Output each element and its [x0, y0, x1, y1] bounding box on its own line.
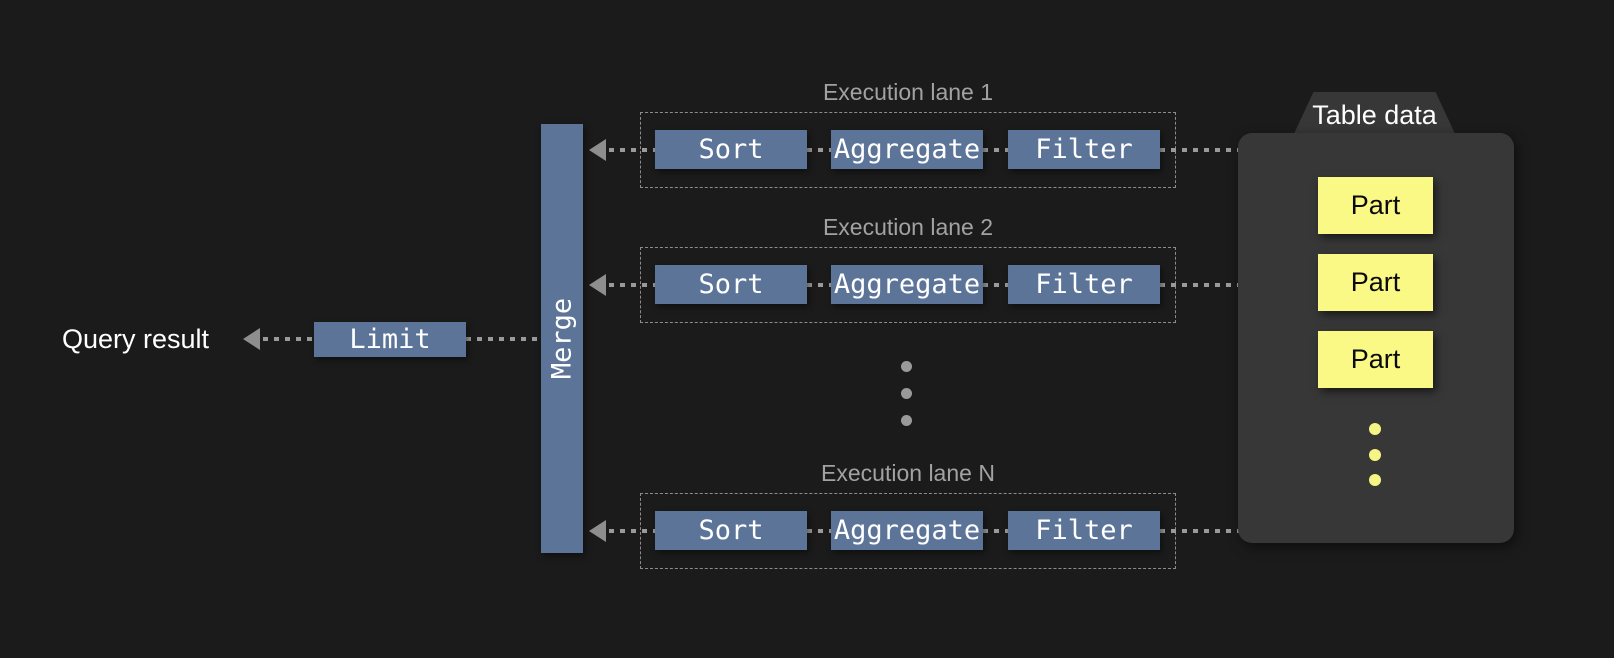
lane-n-operator-filter[interactable]: Filter: [1008, 511, 1160, 550]
connector-lane-2-aggregate-filter: [983, 283, 1009, 287]
lane-n-aggregate-label: Aggregate: [833, 515, 981, 546]
operator-limit-label: Limit: [349, 324, 431, 355]
lane-n-filter-label: Filter: [1035, 515, 1133, 546]
operator-limit[interactable]: Limit: [314, 322, 466, 357]
merge-operator[interactable]: Merge: [541, 124, 583, 553]
lane-2-filter-label: Filter: [1035, 269, 1133, 300]
merge-operator-label: Merge: [546, 297, 578, 379]
connector-merge-to-limit: [466, 337, 542, 341]
connector-lane-1-to-table: [1160, 148, 1240, 152]
table-data-ellipsis-dot-1: [1369, 423, 1381, 435]
connector-lane-1-left: [609, 148, 657, 152]
query-result-label: Query result: [62, 324, 210, 354]
lane-1-operator-filter[interactable]: Filter: [1008, 130, 1160, 169]
arrow-lane-1-to-merge: [589, 139, 606, 161]
lane-n-operator-aggregate[interactable]: Aggregate: [831, 511, 983, 550]
table-data-part-3[interactable]: Part: [1318, 331, 1433, 388]
lane-1-operator-aggregate[interactable]: Aggregate: [831, 130, 983, 169]
lane-2-sort-label: Sort: [698, 269, 764, 300]
table-data-part-2-label: Part: [1350, 267, 1401, 297]
table-data-title: Table data: [1312, 99, 1437, 130]
connector-lane-1-aggregate-filter: [983, 148, 1009, 152]
lane-n-sort-label: Sort: [698, 515, 764, 546]
arrow-lane-n-to-merge: [589, 520, 606, 542]
table-data-part-2[interactable]: Part: [1318, 254, 1433, 311]
table-data-tab: Table data: [1292, 92, 1457, 138]
table-data-part-1[interactable]: Part: [1318, 177, 1433, 234]
connector-lane-n-to-table: [1160, 529, 1240, 533]
lane-2-aggregate-label: Aggregate: [833, 269, 981, 300]
lane-2-operator-filter[interactable]: Filter: [1008, 265, 1160, 304]
arrow-to-query-result: [243, 328, 260, 350]
lane-n-title: Execution lane N: [821, 460, 995, 486]
connector-lane-2-sort-aggregate: [807, 283, 832, 287]
arrow-lane-2-to-merge: [589, 274, 606, 296]
lane-1-operator-sort[interactable]: Sort: [655, 130, 807, 169]
connector-lane-n-aggregate-filter: [983, 529, 1009, 533]
table-data-ellipsis-dot-3: [1369, 474, 1381, 486]
lane-1-aggregate-label: Aggregate: [833, 134, 981, 165]
table-data-part-3-label: Part: [1350, 344, 1401, 374]
lane-1-title: Execution lane 1: [822, 79, 994, 105]
lane-2-operator-aggregate[interactable]: Aggregate: [831, 265, 983, 304]
connector-lane-2-left: [609, 283, 657, 287]
connector-lane-n-sort-aggregate: [807, 529, 832, 533]
lane-1-sort-label: Sort: [698, 134, 764, 165]
lane-ellipsis-dot-2: [901, 388, 912, 399]
table-data-ellipsis-dot-2: [1369, 449, 1381, 461]
lane-ellipsis-dot-1: [901, 361, 912, 372]
lane-2-operator-sort[interactable]: Sort: [655, 265, 807, 304]
table-data-part-1-label: Part: [1350, 190, 1401, 220]
connector-lane-1-sort-aggregate: [807, 148, 832, 152]
lane-ellipsis-dot-3: [901, 415, 912, 426]
lane-2-title: Execution lane 2: [822, 214, 994, 240]
connector-lane-n-left: [609, 529, 657, 533]
lane-1-filter-label: Filter: [1035, 134, 1133, 165]
lane-n-operator-sort[interactable]: Sort: [655, 511, 807, 550]
connector-limit-to-result: [263, 337, 316, 341]
connector-lane-2-to-table: [1160, 283, 1240, 287]
